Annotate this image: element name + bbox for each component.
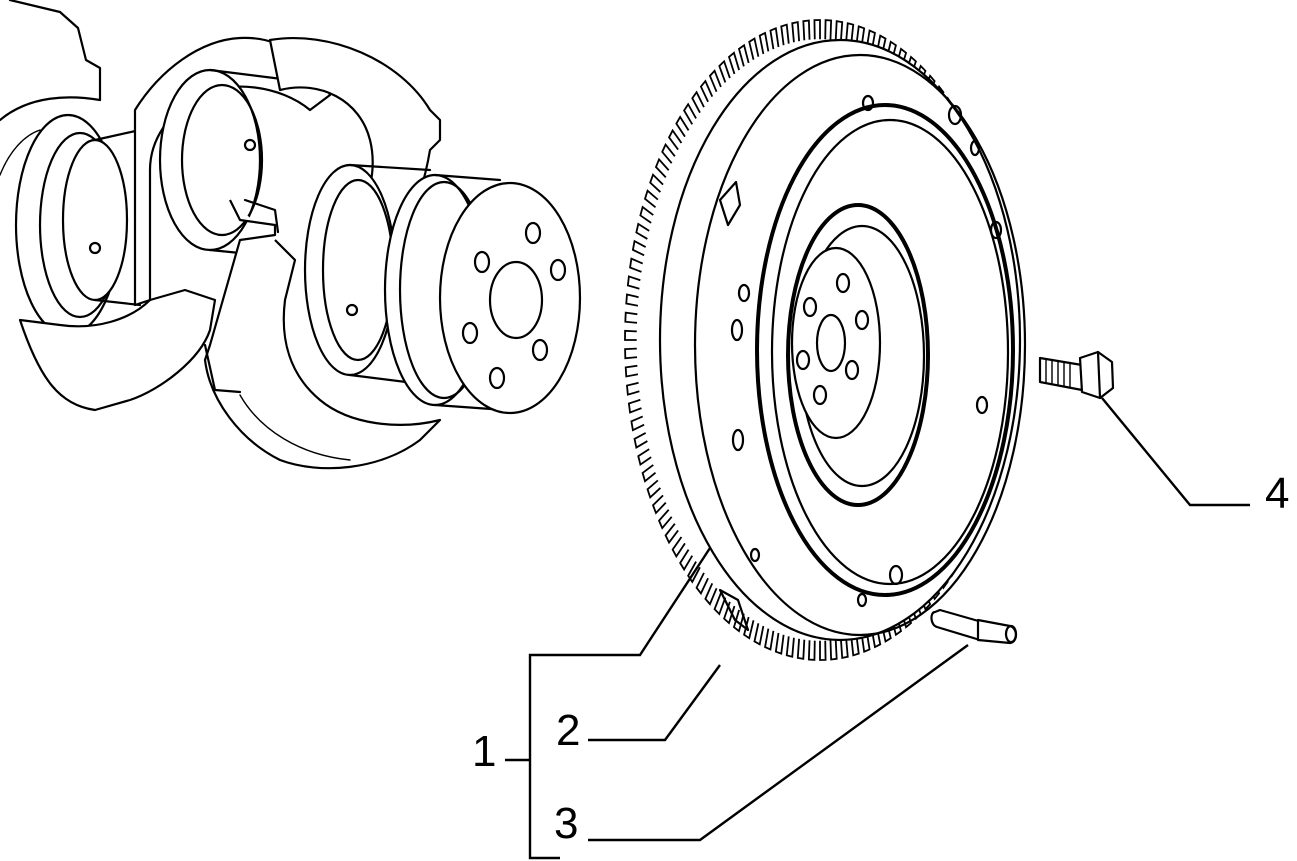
crankshaft (0, 0, 582, 470)
gear-tooth (855, 25, 866, 48)
gear-tooth (704, 582, 718, 606)
gear-tooth (631, 239, 647, 257)
callout-2: 2 (556, 706, 580, 755)
gear-tooth (839, 637, 849, 660)
dowel-pin (930, 608, 1018, 645)
gear-tooth (625, 293, 639, 307)
gear-tooth (780, 23, 790, 46)
gear-tooth (637, 448, 652, 467)
gear-tooth (807, 640, 816, 661)
gear-tooth (675, 115, 690, 138)
gear-tooth (819, 640, 827, 661)
gear-tooth (699, 79, 714, 103)
gear-tooth (671, 536, 686, 559)
gear-tooth (737, 43, 750, 67)
gear-tooth (802, 19, 811, 41)
gear-tooth (713, 592, 727, 616)
gear-tooth (865, 29, 876, 52)
gear-tooth (683, 102, 697, 125)
gear-tooth (651, 494, 667, 515)
gear-tooth (718, 59, 731, 83)
leader-3 (588, 644, 969, 842)
gear-tooth (643, 189, 659, 208)
gear-tooth (764, 628, 775, 651)
main-journal-1 (14, 113, 142, 337)
gear-tooth (649, 173, 664, 193)
gear-tooth (834, 20, 844, 42)
gear-tooth (635, 222, 650, 240)
callout-4: 4 (1265, 469, 1289, 518)
gear-tooth (875, 34, 887, 57)
gear-tooth (845, 22, 855, 44)
gear-tooth (695, 572, 709, 596)
gear-tooth (753, 623, 765, 646)
gear-tooth (850, 634, 860, 657)
gear-tooth (723, 601, 736, 625)
gear-tooth (813, 19, 821, 40)
leader-2 (588, 664, 721, 742)
callout-3: 3 (554, 799, 578, 848)
gear-tooth (661, 142, 676, 164)
gear-tooth (633, 432, 648, 449)
gear-tooth (791, 20, 801, 43)
flywheel-bolt (1038, 350, 1115, 400)
leader-lines (505, 397, 1250, 860)
gear-tooth (646, 479, 662, 499)
gear-tooth (626, 381, 640, 396)
gear-tooth (727, 51, 740, 75)
gear-tooth (860, 630, 871, 653)
gear-tooth (679, 549, 694, 572)
gear-tooth (657, 509, 673, 530)
gear-tooth (641, 464, 657, 483)
gear-tooth (774, 632, 785, 655)
gear-tooth (870, 625, 882, 649)
gear-tooth (691, 90, 705, 114)
gear-tooth (630, 415, 645, 432)
gear-tooth (654, 157, 670, 178)
gear-tooth (624, 364, 639, 378)
gear-tooth (758, 31, 770, 55)
callout-1: 1 (472, 727, 496, 776)
gear-tooth (796, 638, 806, 660)
gear-tooth (626, 275, 641, 290)
gear-tooth (667, 128, 683, 151)
gear-tooth (624, 311, 638, 324)
gear-tooth (829, 639, 838, 661)
gear-tooth (769, 27, 780, 50)
crank-flange (383, 173, 582, 415)
gear-tooth (785, 636, 795, 658)
flywheel (624, 19, 1027, 661)
gear-tooth (824, 19, 833, 40)
gear-tooth (732, 609, 745, 633)
leader-4 (1101, 397, 1250, 507)
gear-tooth (624, 347, 638, 360)
leader-1 (528, 547, 712, 860)
gear-tooth (639, 205, 654, 224)
gear-tooth (708, 69, 722, 93)
gear-tooth (629, 257, 644, 273)
gear-tooth (627, 398, 642, 414)
gear-tooth (664, 523, 679, 545)
gear-tooth (624, 329, 637, 341)
gear-tooth (748, 37, 760, 60)
